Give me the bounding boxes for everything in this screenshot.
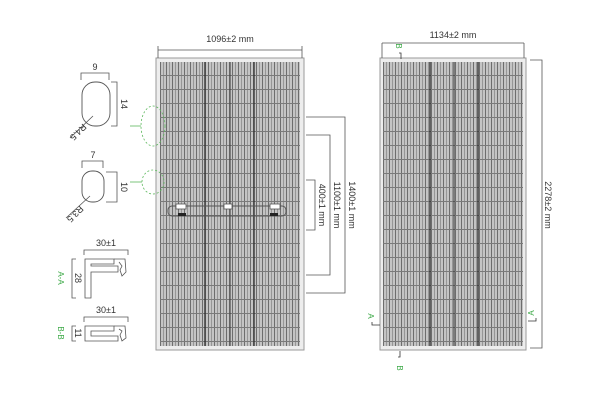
marker-a-right: A [527,310,536,316]
back-width-label: 1134±2 mm [430,30,477,40]
junction-box-icon [175,203,187,210]
front-width-dimension: 1096±2 mm [157,34,303,58]
hole2-height-label: 10 [119,182,129,192]
connector-icon [270,213,278,216]
marker-b-bottom: B [395,365,404,370]
junction-box-icon [269,203,281,210]
detail-callouts [140,105,166,195]
dim-1400-label: 1400±1 mm [347,181,357,228]
hole1-width-label: 9 [92,62,97,72]
section-bb: 30±1 11 B-B [56,305,129,342]
aa-height-label: 28 [73,273,83,283]
back-width-dimension: 1134±2 mm [381,30,525,58]
hole1-radius-label: R4.5 [68,122,89,143]
hole2-radius-label: R3.5 [65,204,86,225]
dim-400-label: 400±1 mm [317,184,327,226]
front-panel [155,57,305,351]
back-height-dimension: 2278±2 mm [530,59,553,349]
back-height-label: 2278±2 mm [543,181,553,228]
hole-detail-2: 7 10 R3.5 [65,150,129,224]
hole-detail-1: 9 14 R4.5 [68,62,129,142]
dim-1100-label: 1100±1 mm [332,182,342,229]
mounting-dimensions [306,116,346,294]
aa-section-label: A-A [56,271,65,285]
junction-box-icon [223,203,233,210]
hole1-height-label: 14 [119,99,129,109]
section-markers [371,52,537,358]
marker-b-top: B [394,43,403,48]
hole2-width-label: 7 [90,150,95,160]
section-aa: 30±1 28 A-A [56,238,129,299]
bb-height-label: 11 [73,328,83,337]
marker-a-left: A [366,313,375,319]
bb-section-label: B-B [56,326,65,339]
back-panel [379,57,527,351]
aa-width-label: 30±1 [96,238,116,248]
bb-width-label: 30±1 [96,305,116,315]
connector-icon [178,213,186,216]
front-width-label: 1096±2 mm [206,34,253,44]
